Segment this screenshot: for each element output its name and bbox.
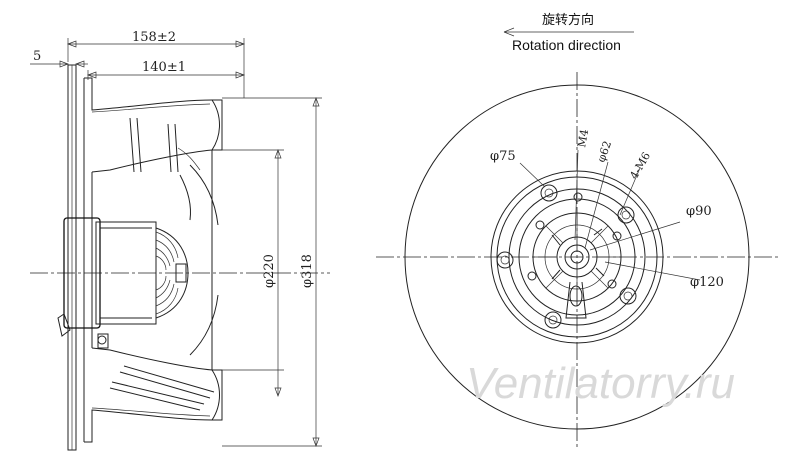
mounting-bolt (617, 206, 635, 224)
dim-d75: φ75 (490, 149, 516, 164)
watermark: Ventilatorry.ru (466, 359, 735, 408)
front-view: φ75 M4 φ62 4-M6 φ90 φ120 旋转方向 Rotation d… (376, 12, 778, 448)
mounting-bolt (544, 311, 562, 329)
dim-inner-diameter: φ220 (262, 254, 277, 288)
rotation-arrow-icon (503, 27, 515, 37)
rotation-label-cn: 旋转方向 (542, 12, 594, 28)
dim-d90: φ90 (686, 204, 712, 219)
dim-m6: 4-M6 (627, 150, 653, 182)
dim-d120: φ120 (690, 275, 724, 290)
mounting-bolt (540, 184, 558, 202)
dim-d62: φ62 (595, 139, 615, 164)
side-view: 158±2 140±1 5 φ220 φ318 (30, 30, 330, 451)
dim-flange-offset: 5 (33, 49, 41, 64)
rotation-label-en: Rotation direction (512, 37, 621, 53)
mounting-bolt (496, 251, 514, 269)
dim-m4: M4 (575, 128, 591, 148)
dim-outer-diameter: φ318 (300, 254, 315, 288)
dim-impeller-length: 140±1 (142, 60, 186, 75)
mounting-bolt (619, 287, 637, 305)
dim-overall-length: 158±2 (132, 30, 176, 45)
